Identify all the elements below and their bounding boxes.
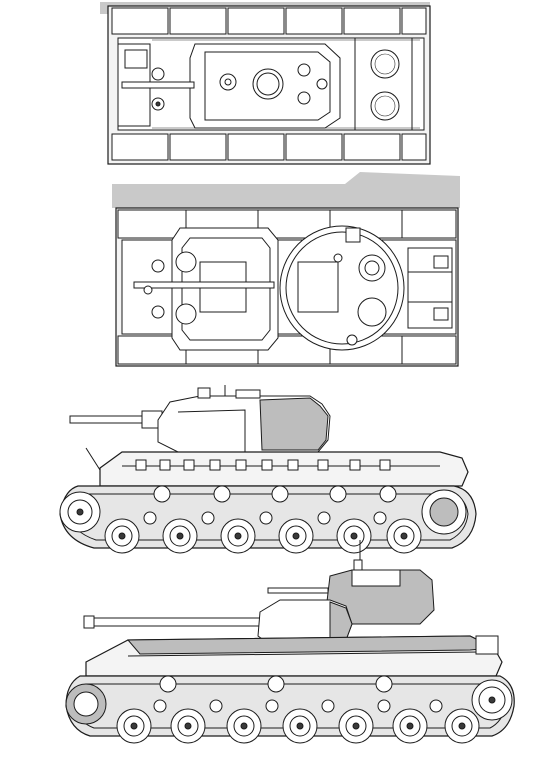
top-view-2 <box>112 172 460 367</box>
top-view-2-front-turret <box>171 227 279 351</box>
top-view-1-track-upper <box>111 7 427 35</box>
side-view-2-road-wheels <box>116 708 480 744</box>
top-view-1-gun-barrel <box>121 81 195 89</box>
side-view-2-suspension <box>153 699 443 713</box>
top-view-1 <box>100 2 431 165</box>
side-view-2 <box>65 540 515 744</box>
side-view-1-road-wheels <box>104 518 422 554</box>
side-view-1-gun-barrel <box>69 415 151 424</box>
side-view-2-gun-barrel <box>87 617 279 627</box>
side-view-1-hull <box>99 451 469 487</box>
side-view-1-return-rollers <box>153 485 397 503</box>
top-view-2-gun-barrel <box>133 281 275 289</box>
side-view-1-hull-rivets <box>135 459 391 471</box>
top-view-1-track-lower <box>111 133 427 161</box>
side-view-2-return-rollers <box>159 675 393 693</box>
side-view-1 <box>59 385 477 554</box>
side-view-1-suspension <box>143 511 387 525</box>
